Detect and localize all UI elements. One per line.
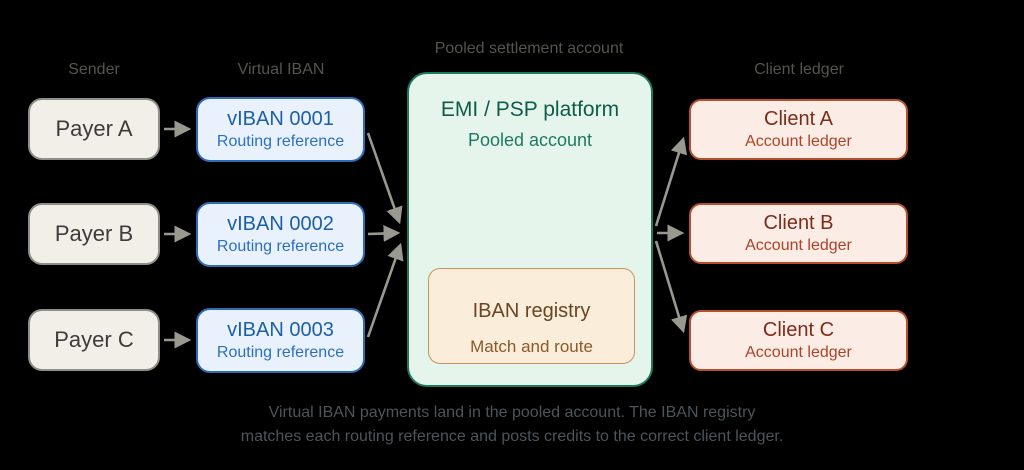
- node-viban-0002: vIBAN 0002 Routing reference: [196, 202, 365, 267]
- registry-title: IBAN registry: [472, 299, 591, 322]
- column-header-virtual-iban: Virtual IBAN: [237, 61, 325, 78]
- registry-subtitle: Match and route: [470, 336, 593, 356]
- client-a-title: Client A: [764, 108, 833, 130]
- node-client-a: Client A Account ledger: [689, 99, 908, 160]
- payer-a-label: Payer A: [55, 116, 133, 141]
- payer-c-label: Payer C: [54, 327, 134, 352]
- node-payer-b: Payer B: [28, 203, 160, 265]
- arrow-vibanC-platform: [366, 242, 404, 338]
- arrow-platform-clientA: [654, 136, 688, 227]
- column-header-pooled-settlement: Pooled settlement account: [434, 40, 624, 57]
- viban-0002-subtitle: Routing reference: [216, 238, 345, 255]
- arrow-vibanA-platform: [366, 132, 403, 225]
- platform-title: EMI / PSP platform: [440, 98, 620, 121]
- node-client-c: Client C Account ledger: [689, 310, 908, 371]
- viban-0002-title: vIBAN 0002: [227, 213, 334, 235]
- payer-b-label: Payer B: [54, 221, 134, 246]
- caption: Virtual IBAN payments land in the pooled…: [0, 401, 1024, 449]
- node-client-b: Client B Account ledger: [689, 203, 908, 264]
- viban-0003-subtitle: Routing reference: [216, 344, 345, 361]
- node-iban-registry: IBAN registry Match and route: [428, 268, 635, 364]
- client-b-title: Client B: [763, 212, 834, 234]
- viban-0003-title: vIBAN 0003: [227, 319, 334, 341]
- node-viban-0003: vIBAN 0003 Routing reference: [196, 308, 365, 373]
- node-payer-c: Payer C: [28, 309, 160, 371]
- platform-subtitle: Pooled account: [467, 130, 593, 150]
- viban-0001-subtitle: Routing reference: [216, 133, 345, 150]
- column-header-sender: Sender: [68, 61, 120, 78]
- node-emi-psp-platform: EMI / PSP platform Pooled account IBAN r…: [407, 72, 653, 387]
- arrow-platform-clientC: [654, 240, 688, 334]
- caption-line-1: Virtual IBAN payments land in the pooled…: [268, 404, 756, 421]
- node-viban-0001: vIBAN 0001 Routing reference: [196, 97, 365, 162]
- caption-line-2: matches each routing reference and posts…: [240, 428, 784, 445]
- viban-0001-title: vIBAN 0001: [227, 108, 334, 130]
- node-payer-a: Payer A: [28, 98, 160, 160]
- arrow-vibanB-platform: [367, 225, 401, 242]
- column-header-client-ledger: Client ledger: [754, 61, 844, 78]
- client-a-subtitle: Account ledger: [745, 133, 852, 150]
- client-b-subtitle: Account ledger: [745, 237, 852, 254]
- client-c-subtitle: Account ledger: [745, 344, 852, 361]
- client-c-title: Client C: [762, 319, 835, 341]
